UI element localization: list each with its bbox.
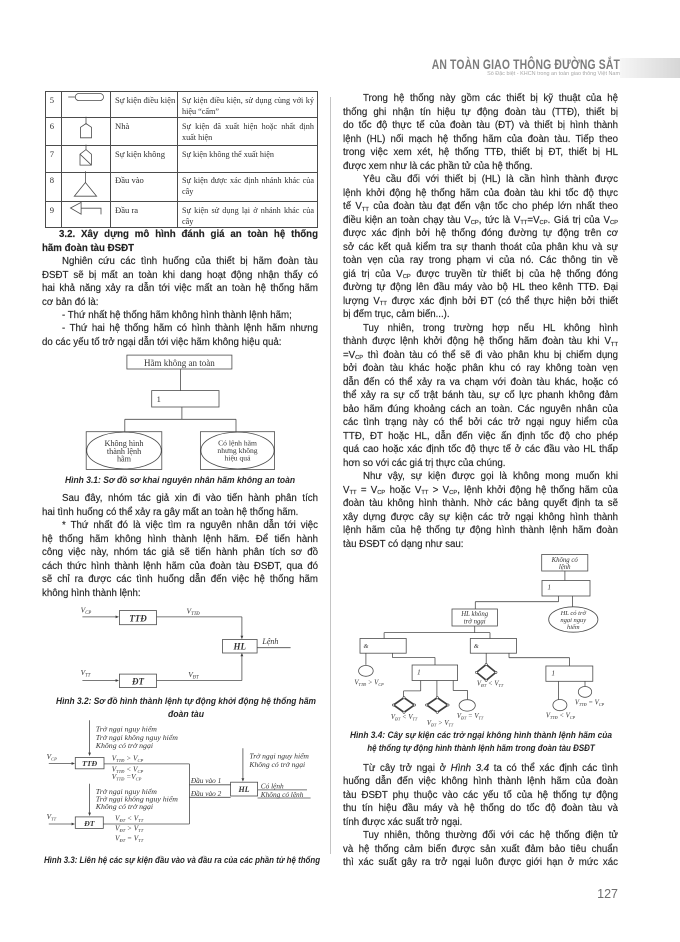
svg-text:Đầu vào 1: Đầu vào 1 xyxy=(190,776,221,785)
svg-text:Không có: Không có xyxy=(551,557,579,564)
svg-text:Trở ngại không nguy hiểm: Trở ngại không nguy hiểm xyxy=(96,795,178,804)
svg-text:Không có trở ngại: Không có trở ngại xyxy=(95,741,153,750)
svg-text:&: & xyxy=(364,643,369,650)
svg-text:VĐT​ = VTT​: VĐT​ = VTT​ xyxy=(457,713,484,721)
svg-text:HL không: HL không xyxy=(460,611,488,618)
svg-text:Trở ngại nguy hiểm: Trở ngại nguy hiểm xyxy=(96,787,157,796)
svg-text:Trở ngại nguy hiểm: Trở ngại nguy hiểm xyxy=(249,751,309,760)
svg-text:HL: HL xyxy=(237,785,249,794)
svg-text:Không có trở ngại: Không có trở ngại xyxy=(248,760,305,769)
svg-text:1: 1 xyxy=(548,584,552,592)
svg-text:trở ngại: trở ngại xyxy=(464,619,486,626)
svg-text:VTTĐ​: VTTĐ​ xyxy=(187,606,201,617)
svg-text:HL có trở: HL có trở xyxy=(560,610,587,617)
svg-text:1: 1 xyxy=(417,669,421,677)
svg-text:VĐT​ < VTT​: VĐT​ < VTT​ xyxy=(115,813,144,823)
svg-text:Trở ngại không nguy hiểm: Trở ngại không nguy hiểm xyxy=(96,733,178,742)
svg-text:VĐT​: VĐT​ xyxy=(188,670,199,681)
svg-text:Có lệnh: Có lệnh xyxy=(261,782,284,791)
svg-text:Trở ngại nguy hiểm: Trở ngại nguy hiểm xyxy=(96,725,157,734)
svg-text:1: 1 xyxy=(157,394,161,404)
svg-text:&: & xyxy=(474,643,479,650)
svg-text:thành lệnh: thành lệnh xyxy=(107,447,141,456)
svg-text:HL: HL xyxy=(233,641,247,651)
svg-text:Hãm không an toàn: Hãm không an toàn xyxy=(144,358,215,368)
svg-text:Có lệnh hãm: Có lệnh hãm xyxy=(218,439,257,448)
svg-text:VCP​: VCP​ xyxy=(47,752,57,762)
svg-text:VCP​: VCP​ xyxy=(81,605,92,616)
svg-text:Đầu vào 2: Đầu vào 2 xyxy=(190,789,222,798)
svg-text:Không hình: Không hình xyxy=(105,439,144,448)
svg-text:VTTĐ​ < VCP​: VTTĐ​ < VCP​ xyxy=(546,713,576,721)
svg-text:ĐT: ĐT xyxy=(131,677,144,687)
svg-text:VĐT​ = VTT​: VĐT​ = VTT​ xyxy=(115,833,144,843)
svg-text:ngại nguy: ngại nguy xyxy=(560,617,586,624)
svg-text:VTTĐ​ > VCP​: VTTĐ​ > VCP​ xyxy=(354,680,384,688)
svg-text:hiểm: hiểm xyxy=(567,624,580,631)
svg-text:Không có trở ngại: Không có trở ngại xyxy=(95,802,153,811)
svg-text:VTT​: VTT​ xyxy=(47,812,57,822)
svg-text:VĐT​ > VTT​: VĐT​ > VTT​ xyxy=(115,823,144,833)
svg-text:VTTĐ​ =VCP​: VTTĐ​ =VCP​ xyxy=(112,772,142,782)
svg-text:VĐT​ > VTT​: VĐT​ > VTT​ xyxy=(427,720,454,728)
svg-text:VTTĐ​ < VCP​: VTTĐ​ < VCP​ xyxy=(112,764,144,774)
svg-text:Không có lệnh: Không có lệnh xyxy=(260,790,304,799)
svg-text:Lệnh: Lệnh xyxy=(261,637,278,646)
svg-text:VĐT​ < VTT​: VĐT​ < VTT​ xyxy=(391,714,418,722)
svg-text:VTT​: VTT​ xyxy=(81,668,91,679)
svg-text:lệnh: lệnh xyxy=(559,564,571,571)
svg-text:VTTĐ​ > VCP​: VTTĐ​ > VCP​ xyxy=(112,754,144,764)
svg-text:1: 1 xyxy=(552,670,556,678)
svg-text:hãm: hãm xyxy=(117,455,132,464)
svg-text:TTĐ: TTĐ xyxy=(82,759,98,768)
svg-text:nhưng không: nhưng không xyxy=(217,446,257,455)
svg-text:TTĐ: TTĐ xyxy=(129,614,147,624)
svg-text:ĐT: ĐT xyxy=(83,819,96,828)
svg-text:VĐT​ < VTT​: VĐT​ < VTT​ xyxy=(477,681,504,689)
svg-text:VTTĐ​ = VCP​: VTTĐ​ = VCP​ xyxy=(575,700,605,708)
svg-text:hiệu quả: hiệu quả xyxy=(225,454,252,463)
